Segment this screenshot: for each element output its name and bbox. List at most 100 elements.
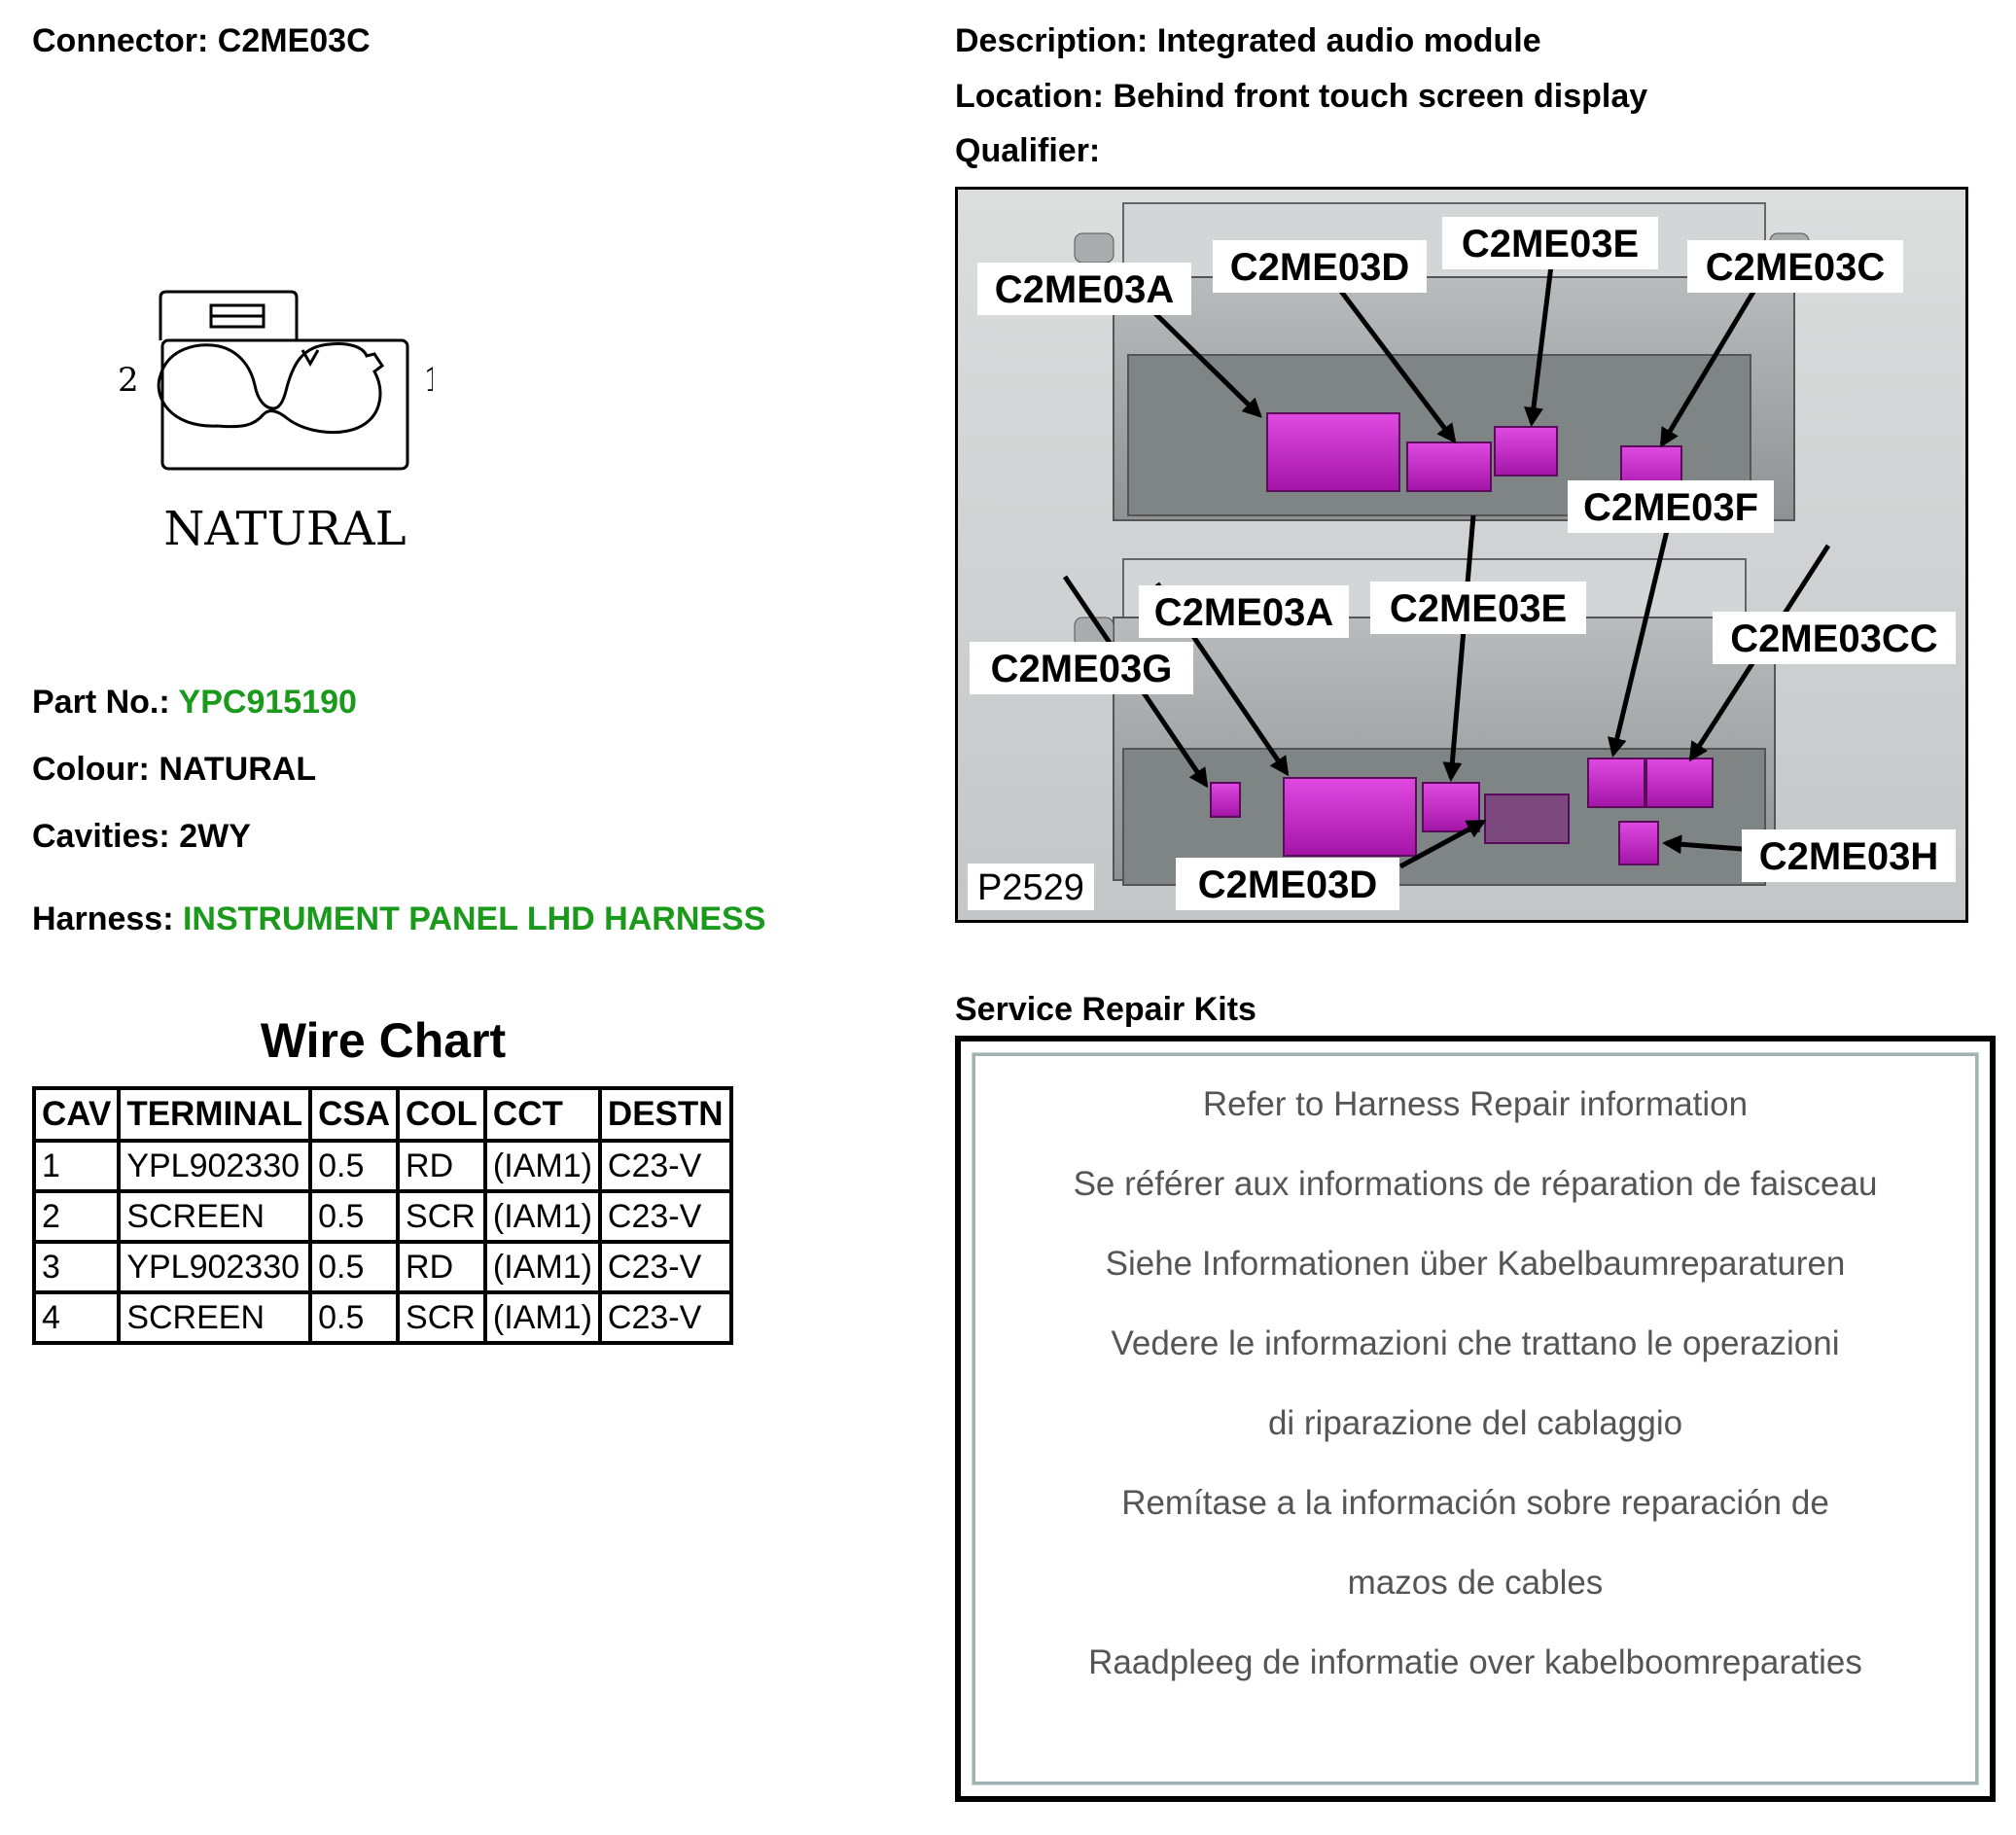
header-cct: CCT <box>482 1086 602 1143</box>
wire-chart-table: CAV TERMINAL CSA COL CCT DESTN 1 YPL9023… <box>31 1086 733 1345</box>
photo-reference: P2529 <box>977 867 1084 908</box>
location-field: Location: Behind front touch screen disp… <box>955 77 1647 116</box>
colour-label: Colour: <box>32 751 150 788</box>
csa-cell: 0.5 <box>308 1240 401 1294</box>
header-cav: CAV <box>31 1086 122 1143</box>
part-no-label: Part No.: <box>32 684 170 721</box>
cavities-value: 2WY <box>179 818 251 855</box>
srk-line-es-2: mazos de cables <box>1347 1564 1604 1602</box>
c2me03a-connector <box>1266 412 1400 492</box>
location-value: Behind front touch screen display <box>1113 78 1648 115</box>
c2me03d-connector <box>1406 441 1492 492</box>
srk-line-it-2: di riparazione del cablaggio <box>1267 1404 1683 1442</box>
part-no-link[interactable]: YPC915190 <box>178 684 357 721</box>
connector-field: Connector: C2ME03C <box>32 21 371 60</box>
wire-chart-title: Wire Chart <box>260 1013 507 1068</box>
connector-face-diagram: 2 1 NATURAL <box>118 290 433 556</box>
col-cell: RD <box>396 1240 487 1294</box>
destn-cell: C23-V <box>597 1290 733 1345</box>
terminal-cell: YPL902330 <box>117 1139 313 1193</box>
cct-cell: (IAM1) <box>482 1189 602 1244</box>
col-cell: RD <box>396 1139 487 1193</box>
cav-cell: 1 <box>31 1139 122 1193</box>
srk-line-nl: Raadpleeg de informatie over kabelboomre… <box>1088 1643 1862 1681</box>
connector-label: Connector: <box>32 22 209 59</box>
destn-cell: C23-V <box>597 1139 733 1193</box>
service-repair-kits-panel: Refer to Harness Repair information Se r… <box>955 1036 1996 1802</box>
service-repair-kits-inner: Refer to Harness Repair information Se r… <box>973 1053 1978 1784</box>
c2me03h-connector <box>1618 821 1659 865</box>
csa-cell: 0.5 <box>308 1139 401 1193</box>
csa-cell: 0.5 <box>308 1290 401 1345</box>
table-row: 4 SCREEN 0.5 SCR (IAM1) C23-V <box>31 1290 733 1345</box>
terminal-cell: SCREEN <box>117 1290 313 1345</box>
destn-cell: C23-V <box>597 1240 733 1294</box>
module-location-photo: C2ME03A C2ME03D C2ME03E C2ME03C C2ME03F … <box>955 187 1968 923</box>
table-row: 2 SCREEN 0.5 SCR (IAM1) C23-V <box>31 1189 733 1244</box>
cavities-label: Cavities: <box>32 818 170 855</box>
colour-value: NATURAL <box>159 751 317 788</box>
header-col: COL <box>396 1086 487 1143</box>
cavity-outline <box>157 342 385 435</box>
table-header-row: CAV TERMINAL CSA COL CCT DESTN <box>31 1086 733 1143</box>
cavities-field: Cavities: 2WY <box>32 817 251 856</box>
description-label: Description: <box>955 22 1149 59</box>
header-terminal: TERMINAL <box>117 1086 313 1143</box>
csa-cell: 0.5 <box>308 1189 401 1244</box>
harness-field: Harness: INSTRUMENT PANEL LHD HARNESS <box>32 900 765 938</box>
photo-label-c2me03cc: C2ME03CC <box>1730 618 1937 660</box>
cct-cell: (IAM1) <box>482 1240 602 1294</box>
photo-label-c2me03f: C2ME03F <box>1583 486 1758 529</box>
cav-cell: 4 <box>31 1290 122 1345</box>
photo-label-c2me03d: C2ME03D <box>1230 246 1410 289</box>
module-illustration: C2ME03A C2ME03D C2ME03E C2ME03C C2ME03F … <box>958 190 1965 920</box>
harness-link[interactable]: INSTRUMENT PANEL LHD HARNESS <box>182 900 766 937</box>
srk-line-it-1: Vedere le informazioni che trattano le o… <box>1111 1324 1840 1362</box>
cct-cell: (IAM1) <box>482 1139 602 1193</box>
photo-label-c2me03a: C2ME03A <box>995 268 1175 311</box>
terminal-cell: YPL902330 <box>117 1240 313 1294</box>
photo-label-c2me03e-lower: C2ME03E <box>1390 587 1567 630</box>
srk-line-en: Refer to Harness Repair information <box>1202 1085 1749 1123</box>
pin-2-label: 2 <box>118 361 139 400</box>
part-no-field: Part No.: YPC915190 <box>32 683 357 722</box>
photo-label-c2me03e: C2ME03E <box>1462 223 1639 265</box>
c2me03g-connector <box>1210 782 1241 818</box>
cav-cell: 2 <box>31 1189 122 1244</box>
terminal-cell: SCREEN <box>117 1189 313 1244</box>
photo-label-c2me03h: C2ME03H <box>1759 835 1939 878</box>
photo-label-c2me03a-lower: C2ME03A <box>1154 591 1334 634</box>
description-field: Description: Integrated audio module <box>955 21 1541 60</box>
table-row: 3 YPL902330 0.5 RD (IAM1) C23-V <box>31 1240 733 1294</box>
c2me03a-lower-connector <box>1283 777 1417 857</box>
location-label: Location: <box>955 78 1104 115</box>
colour-caption: NATURAL <box>163 502 406 556</box>
pin-1-label: 1 <box>423 361 433 400</box>
photo-label-c2me03c: C2ME03C <box>1706 246 1886 289</box>
c2me03f-connector <box>1587 758 1645 808</box>
srk-line-de: Siehe Informationen über Kabelbaumrepara… <box>1105 1245 1846 1283</box>
cav-cell: 3 <box>31 1240 122 1294</box>
photo-label-c2me03d-lower: C2ME03D <box>1198 864 1378 906</box>
harness-label: Harness: <box>32 900 174 937</box>
header-destn: DESTN <box>597 1086 733 1143</box>
photo-label-c2me03g: C2ME03G <box>991 648 1173 690</box>
qualifier-field: Qualifier: <box>955 131 1100 170</box>
col-cell: SCR <box>396 1290 487 1345</box>
col-cell: SCR <box>396 1189 487 1244</box>
connector-latch <box>159 290 299 340</box>
table-row: 1 YPL902330 0.5 RD (IAM1) C23-V <box>31 1139 733 1193</box>
cavity-key <box>301 349 320 368</box>
qualifier-label: Qualifier: <box>955 132 1101 169</box>
connector-value: C2ME03C <box>217 22 371 59</box>
service-repair-kits-title: Service Repair Kits <box>955 991 1256 1028</box>
c2me03e-connector <box>1494 426 1558 476</box>
header-csa: CSA <box>308 1086 401 1143</box>
cct-cell: (IAM1) <box>482 1290 602 1345</box>
connector-body <box>160 338 409 471</box>
c2me03e-lower-connector <box>1422 782 1480 832</box>
c2me03d-lower-connector <box>1484 794 1570 844</box>
srk-line-es-1: Remítase a la información sobre reparaci… <box>1121 1484 1829 1522</box>
description-value: Integrated audio module <box>1156 22 1541 59</box>
c2me03cc-connector <box>1645 758 1714 808</box>
